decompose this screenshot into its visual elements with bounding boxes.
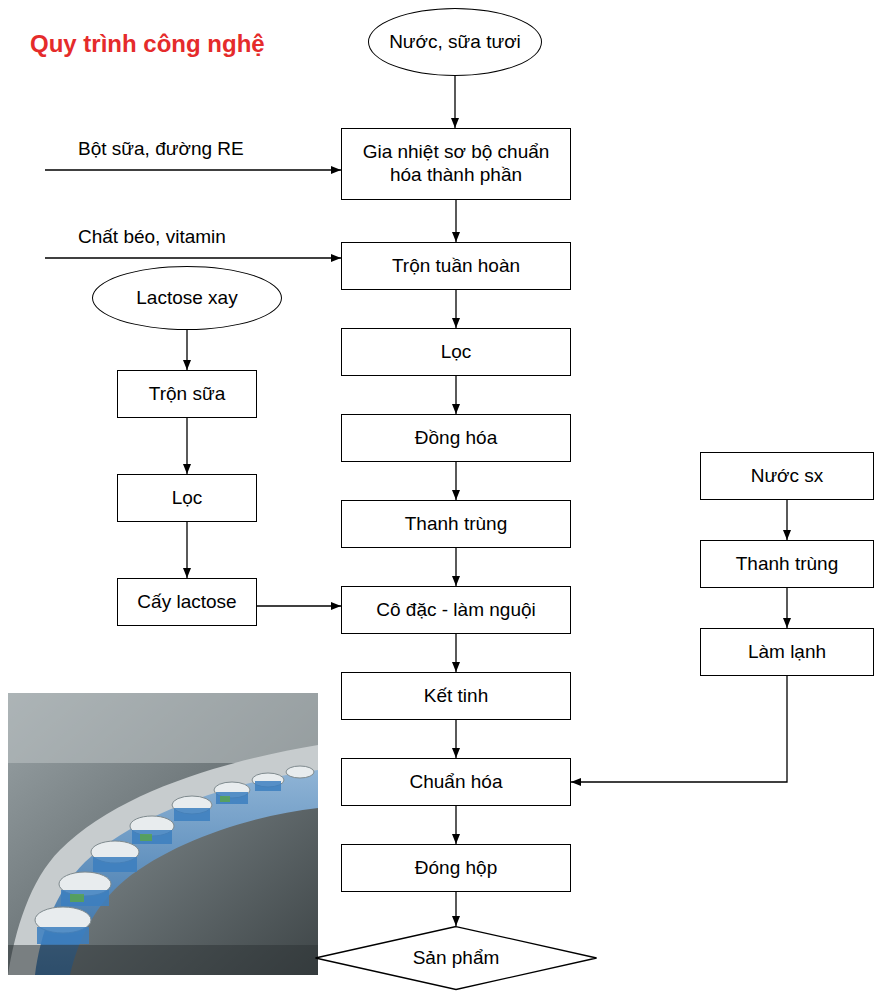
flow-arrow [455,806,456,844]
flow-arrow [455,376,456,414]
node-label: Lọc [164,487,211,510]
product-diamond: Sản phẩm [314,926,598,990]
flow-arrow [786,588,787,628]
node-label: Trộn tuần hoàn [384,255,528,278]
node-label: Sản phẩm [363,947,550,970]
node-label: Thanh trùng [728,553,846,576]
node-label: Làm lạnh [740,641,834,664]
input-label: Bột sữa, đường RE [78,138,244,161]
process-box: Làm lạnh [700,628,874,676]
process-box: Chuẩn hóa [341,758,571,806]
node-label: Lactose xay [118,287,255,310]
flow-arrow [786,500,787,540]
flow-arrow [186,330,187,370]
node-label: Đồng hóa [407,427,505,450]
process-box: Gia nhiệt sơ bộ chuẩn hóa thành phần [341,128,571,200]
process-box: Nước sx [700,452,874,500]
node-label: Kết tinh [416,685,496,708]
process-box: Cấy lactose [117,578,257,626]
flow-arrow [455,462,456,500]
input-arrow [45,257,341,258]
process-box: Cô đặc - làm nguội [341,586,571,634]
node-label: Trộn sữa [141,383,233,406]
process-box: Thanh trùng [341,500,571,548]
node-label: Cô đặc - làm nguội [368,599,543,622]
flow-arrow [455,634,456,672]
node-label: Chuẩn hóa [402,771,511,794]
flow-arrow [571,676,787,782]
flow-arrow [455,892,456,926]
input-arrow [45,169,341,170]
input-ellipse: Nước, sữa tươi [368,8,542,76]
process-box: Đóng hộp [341,844,571,892]
node-label: Cấy lactose [129,591,244,614]
diagram-title: Quy trình công nghệ [30,30,265,58]
flow-arrow [455,720,456,758]
node-label: Thanh trùng [397,513,515,536]
input-ellipse: Lactose xay [92,266,282,330]
node-label: Nước sx [743,465,832,488]
flow-arrow [186,418,187,474]
node-label: Nước, sữa tươi [371,31,539,54]
node-label: Lọc [433,341,480,364]
flow-arrow [455,200,456,242]
node-label: Đóng hộp [407,857,505,880]
flow-arrow [454,76,455,128]
input-label: Chất béo, vitamin [78,226,226,249]
process-box: Trộn tuần hoàn [341,242,571,290]
flow-arrow [257,605,341,606]
process-box: Thanh trùng [700,540,874,588]
node-label: Gia nhiệt sơ bộ chuẩn hóa thành phần [342,141,570,187]
flow-arrow [186,522,187,578]
process-box: Trộn sữa [117,370,257,418]
flow-arrow [455,290,456,328]
production-line-photo [8,693,318,975]
process-box: Lọc [341,328,571,376]
process-box: Đồng hóa [341,414,571,462]
process-box: Lọc [117,474,257,522]
flow-arrow [455,548,456,586]
process-box: Kết tinh [341,672,571,720]
